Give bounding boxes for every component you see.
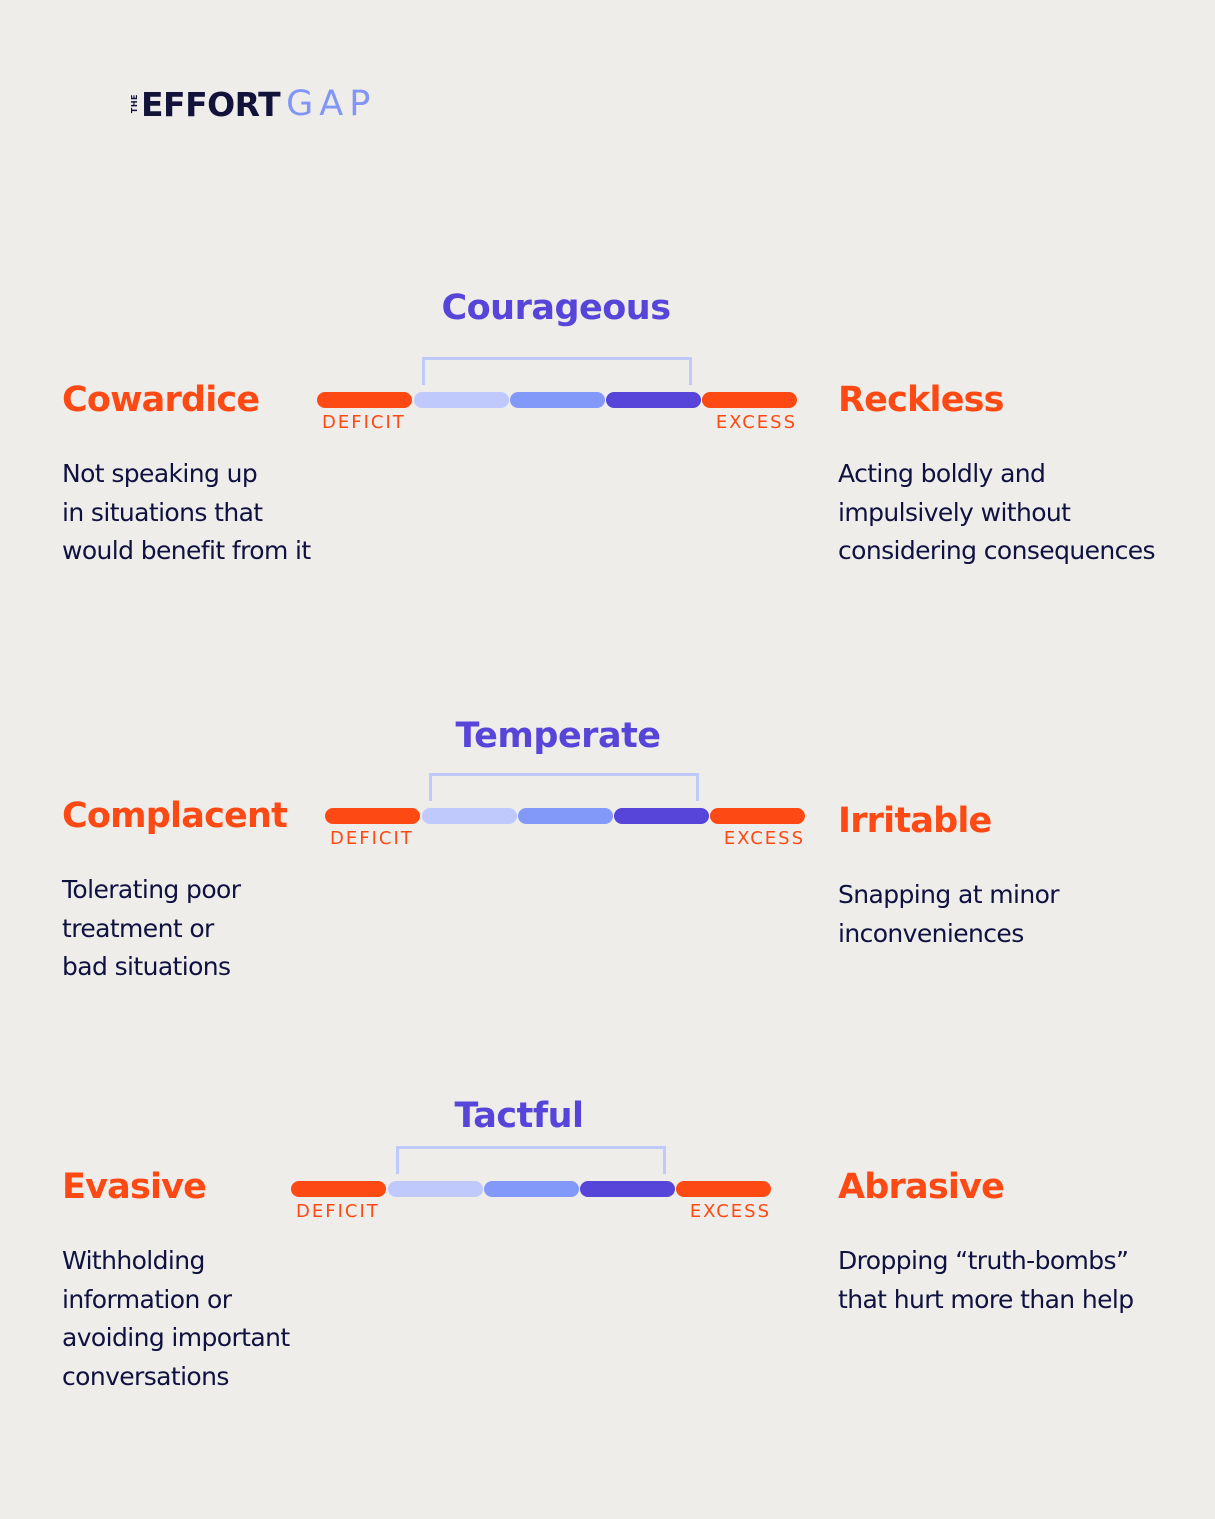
deficit-vice-title: Complacent: [62, 796, 288, 836]
deficit-description: Not speaking up in situations that would…: [62, 459, 311, 565]
virtue-bracket: [422, 357, 692, 385]
deficit-label: DEFICIT: [296, 1201, 380, 1222]
excess-segment: [702, 392, 797, 408]
logo-gap: GAP: [286, 84, 377, 124]
deficit-label: DEFICIT: [330, 828, 414, 849]
excess-segment: [676, 1181, 771, 1197]
excess-label: EXCESS: [723, 828, 805, 849]
effort-scale: DEFICIT EXCESS: [291, 1146, 771, 1222]
virtue-segment-light: [422, 808, 517, 824]
deficit-label: DEFICIT: [322, 412, 406, 433]
excess-vice-title: Irritable: [838, 801, 992, 841]
deficit-segment: [317, 392, 412, 408]
virtue-segment-mid: [484, 1181, 579, 1197]
excess-label: EXCESS: [689, 1201, 771, 1222]
excess-segment: [710, 808, 805, 824]
virtue-segment-mid: [518, 808, 613, 824]
brand-logo: THE EFFORT GAP: [130, 84, 377, 124]
logo-the: THE: [130, 94, 139, 114]
effort-scale: DEFICIT EXCESS: [325, 773, 805, 849]
virtue-segment-light: [414, 392, 509, 408]
excess-vice-title: Reckless: [838, 380, 1005, 420]
virtue-segment-dark: [614, 808, 709, 824]
virtue-segment-light: [388, 1181, 483, 1197]
excess-description: Snapping at minor inconveniences: [838, 880, 1060, 948]
virtue-segment-mid: [510, 392, 605, 408]
deficit-description: Withholding information or avoiding impo…: [62, 1246, 290, 1391]
deficit-vice-title: Evasive: [62, 1167, 207, 1207]
deficit-vice-title: Cowardice: [62, 380, 260, 420]
virtue-bracket: [429, 773, 699, 801]
virtue-title: Temperate: [455, 716, 661, 756]
excess-vice-title: Abrasive: [838, 1167, 1005, 1207]
virtue-segment-dark: [606, 392, 701, 408]
excess-description: Dropping “truth-bombs” that hurt more th…: [838, 1246, 1134, 1314]
deficit-description: Tolerating poor treatment or bad situati…: [62, 875, 241, 981]
deficit-segment: [325, 808, 420, 824]
excess-description: Acting boldly and impulsively without co…: [838, 459, 1156, 565]
virtue-title: Tactful: [454, 1096, 584, 1136]
effort-scale: DEFICIT EXCESS: [317, 357, 797, 433]
virtue-title: Courageous: [441, 288, 671, 328]
virtue-segment-dark: [580, 1181, 675, 1197]
virtue-bracket: [396, 1146, 666, 1174]
excess-label: EXCESS: [715, 412, 797, 433]
deficit-segment: [291, 1181, 386, 1197]
logo-effort: EFFORT: [141, 84, 281, 124]
